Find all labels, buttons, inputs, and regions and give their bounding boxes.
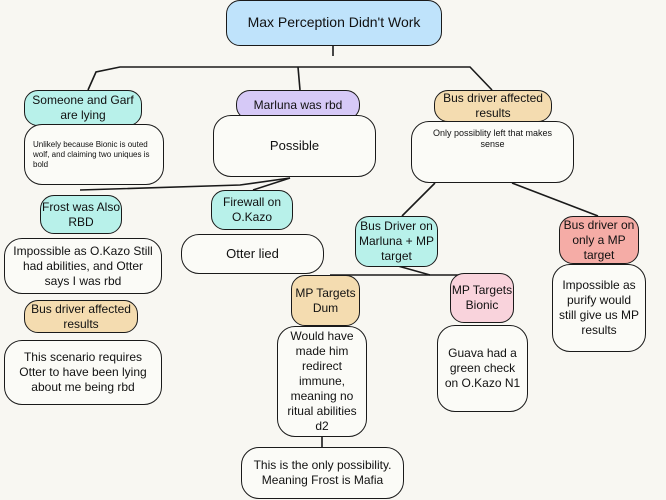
firewall-note: Otter lied <box>181 234 324 274</box>
bus-marluna-mp-node: Bus Driver on Marluna + MP target <box>355 216 438 267</box>
firewall-node: Firewall on O.Kazo <box>211 190 293 230</box>
frost-sub-note: This scenario requires Otter to have bee… <box>4 340 162 405</box>
mp-bionic-node: MP Targets Bionic <box>450 273 514 323</box>
busdriver-branch-note: Only possiblity left that makes sense <box>411 121 574 183</box>
bus-only-mp-note: Impossible as purify would still give us… <box>552 264 646 352</box>
connector-marluna-firewall <box>252 177 291 191</box>
frost-sub-node: Bus driver affected results <box>24 300 138 333</box>
marluna-branch-note: Possible <box>213 115 376 177</box>
mp-dum-note: Would have made him redirect immune, mea… <box>277 326 367 437</box>
frost-note: Impossible as O.Kazo Still had abilities… <box>4 238 162 294</box>
root-node: Max Perception Didn't Work <box>226 0 442 46</box>
mp-bionic-note: Guava had a green check on O.Kazo N1 <box>437 325 528 412</box>
garf-branch-node: Someone and Garf are lying <box>24 90 142 126</box>
connector-busdriver-left <box>401 182 436 217</box>
conclusion-node: This is the only possibility. Meaning Fr… <box>241 447 404 499</box>
connector-marluna-split <box>79 177 291 191</box>
mp-dum-node: MP Targets Dum <box>291 275 360 326</box>
connector-busdriver-right <box>511 182 599 217</box>
connector-root-bar <box>87 66 493 91</box>
garf-branch-note: Unlikely because Bionic is outed wolf, a… <box>24 124 164 185</box>
bus-only-mp-node: Bus driver on only a MP target <box>559 216 639 264</box>
busdriver-branch-node: Bus driver affected results <box>434 90 552 122</box>
frost-node: Frost was Also RBD <box>40 195 122 234</box>
connector-root-marluna <box>297 66 301 91</box>
